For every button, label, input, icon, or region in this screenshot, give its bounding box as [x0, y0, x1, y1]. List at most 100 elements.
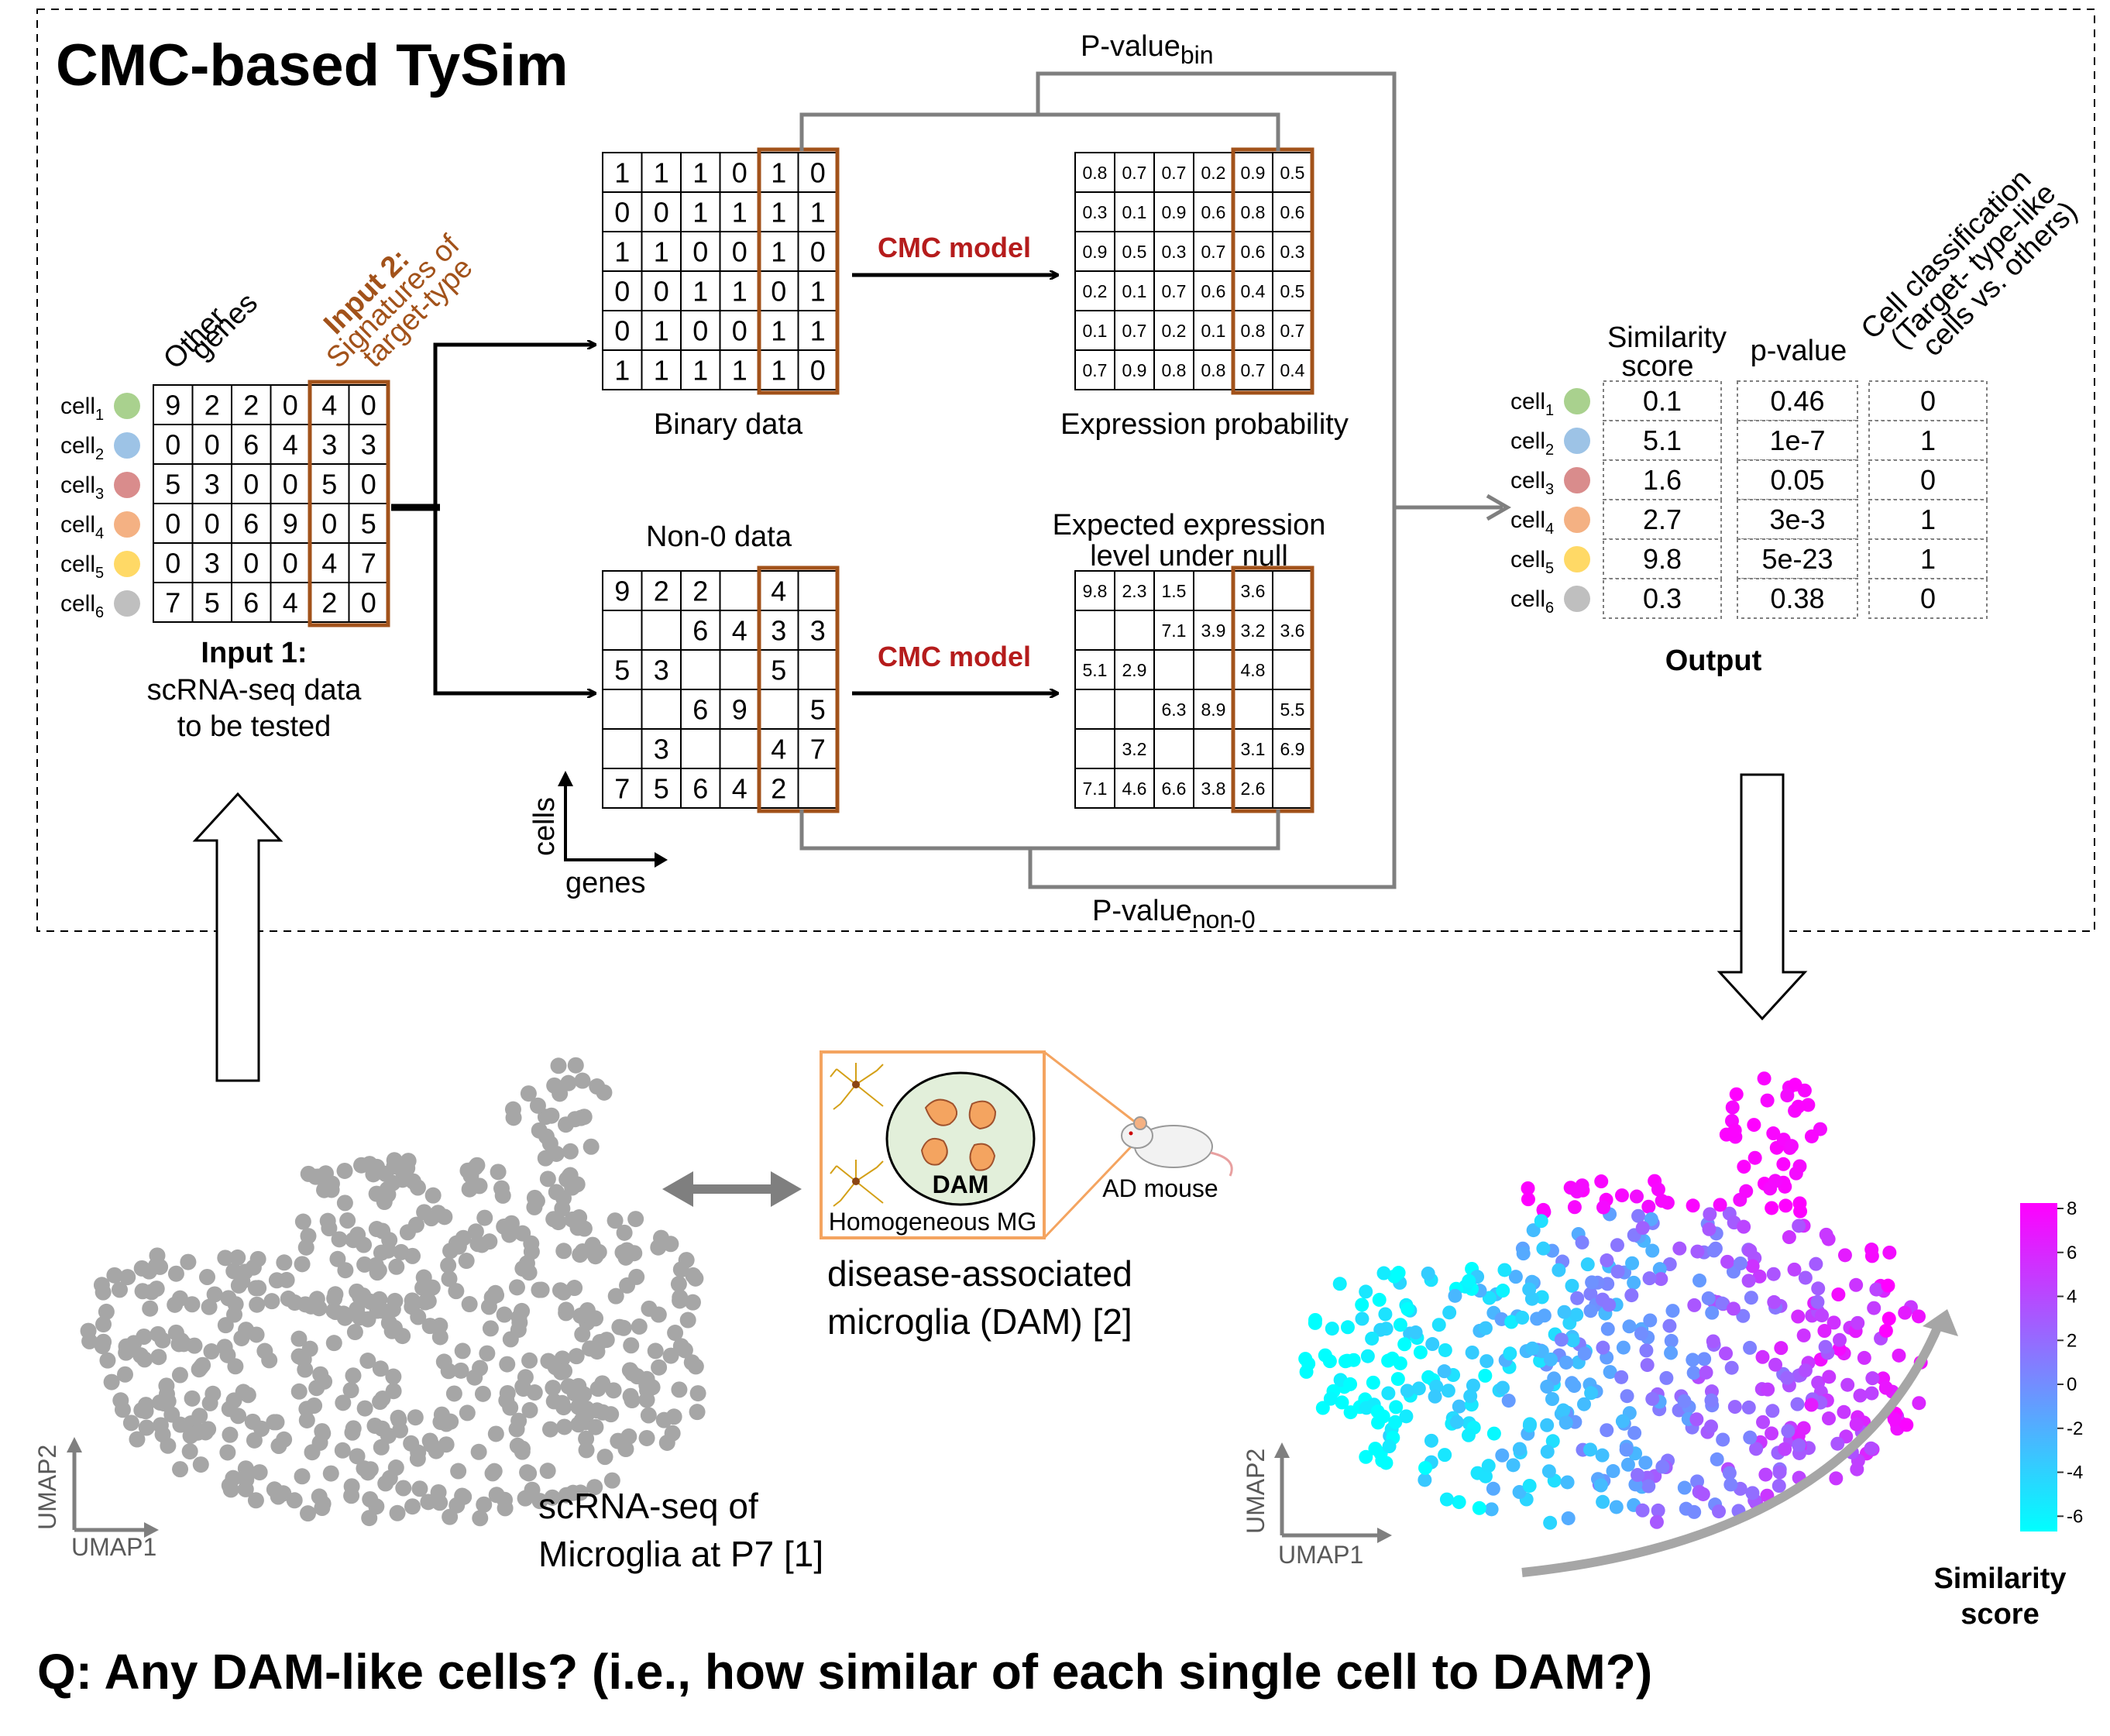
matrix-value: 0.8: [1083, 163, 1108, 183]
matrix-cell: [1074, 191, 1115, 232]
matrix-value: 1: [810, 275, 826, 307]
umap-point: [1864, 1249, 1879, 1263]
umap-point: [1462, 1274, 1476, 1288]
umap-point: [407, 1409, 424, 1426]
matrix-cell: [719, 231, 760, 272]
umap-point: [554, 1350, 571, 1367]
matrix-value: 0.8: [1201, 360, 1226, 380]
colorbar-label-1: Similarity: [1933, 1562, 2066, 1595]
umap-point: [562, 1143, 579, 1160]
umap-point: [1705, 1305, 1720, 1320]
umap-point: [1747, 1118, 1761, 1133]
matrix-cell: [1114, 610, 1155, 651]
matrix-value: 5: [361, 507, 376, 539]
output-cell: [1868, 380, 1988, 421]
matrix-cell: [719, 570, 760, 611]
umap-point: [372, 1360, 389, 1377]
umap-point: [1782, 1230, 1796, 1245]
signature-highlight: [1231, 565, 1314, 813]
matrix-cell: [1153, 191, 1194, 232]
umap-point: [431, 1329, 448, 1346]
umap-point: [1600, 1322, 1615, 1336]
umap-point: [1815, 1308, 1830, 1323]
umap-point: [616, 1224, 633, 1241]
umap-point: [349, 1448, 366, 1465]
umap-point: [638, 1429, 655, 1446]
umap-point: [1389, 1400, 1404, 1415]
umap-point: [1631, 1208, 1646, 1223]
matrix-value: 0: [243, 547, 259, 579]
umap-point: [266, 1414, 283, 1431]
umap-point: [1332, 1277, 1347, 1291]
matrix-value: 2: [204, 389, 220, 421]
umap-point: [345, 1420, 362, 1437]
cell-label-sub: 2: [95, 446, 104, 463]
mouse-label: AD mouse: [1102, 1174, 1218, 1202]
umap-point: [1516, 1246, 1531, 1261]
matrix-value: 0: [165, 547, 180, 579]
matrix-value: 7.1: [1083, 779, 1108, 799]
umap-point: [111, 1281, 128, 1298]
umap-point: [335, 1394, 352, 1411]
matrix-value: 4.8: [1241, 660, 1266, 680]
umap-point: [1338, 1354, 1352, 1369]
umap-point: [1600, 1253, 1614, 1268]
umap-point: [1622, 1319, 1637, 1334]
umap-point: [587, 1418, 604, 1435]
umap-point: [1323, 1391, 1338, 1406]
umap-point: [1614, 1188, 1629, 1203]
umap-point: [1635, 1503, 1650, 1518]
hollow-arrow-down: [1717, 773, 1808, 1021]
matrix-value: 4: [321, 547, 337, 579]
umap-point: [1541, 1464, 1556, 1479]
umap-point: [1756, 1415, 1771, 1429]
matrix-cell: [1232, 689, 1273, 730]
umap-point: [1482, 1291, 1497, 1305]
umap-point: [1373, 1322, 1388, 1337]
umap-point: [1428, 1389, 1442, 1404]
cell-label-base: cell: [1510, 547, 1545, 572]
umap-point: [1631, 1468, 1645, 1483]
umap-point: [1602, 1298, 1617, 1312]
matrix-cell: [1114, 689, 1155, 730]
umap-point: [263, 1293, 280, 1310]
umap-point: [1692, 1274, 1707, 1288]
umap-point: [487, 1425, 504, 1442]
matrix-value: 0.6: [1280, 202, 1305, 222]
matrix-value: 1: [810, 315, 826, 346]
umap-point: [379, 1181, 396, 1198]
matrix-cell: [719, 310, 760, 351]
umap-point: [1554, 1332, 1569, 1347]
umap-point: [1366, 1375, 1380, 1390]
matrix-value: 2: [654, 575, 669, 607]
cell-label-base: cell: [60, 591, 95, 617]
cell-label: cell2: [60, 433, 104, 463]
umap-point: [217, 1250, 234, 1267]
pvalue-bin-label: P-valuebin: [1081, 30, 1214, 69]
matrix-value: 1: [771, 156, 786, 188]
umap-point: [1521, 1192, 1535, 1207]
umap-point: [1537, 1308, 1552, 1323]
umap-point: [301, 1340, 318, 1357]
matrix-cell: [1272, 231, 1313, 272]
umap-point: [1696, 1487, 1710, 1501]
umap-point: [1561, 1511, 1576, 1525]
umap-point: [510, 1322, 527, 1339]
umap-point: [469, 1157, 486, 1174]
umap-point: [1654, 1272, 1668, 1287]
matrix-cell: [680, 349, 721, 390]
umap-point: [1837, 1404, 1851, 1419]
umap-point: [1772, 1465, 1787, 1480]
umap-point: [424, 1187, 442, 1204]
matrix-value: 1: [732, 354, 747, 386]
matrix-value: 0: [654, 275, 669, 307]
umap-point: [192, 1456, 209, 1473]
umap-point: [639, 1382, 656, 1399]
umap-point: [1837, 1248, 1852, 1263]
matrix-cell: [797, 728, 838, 769]
matrix-cell: [348, 542, 389, 583]
umap-point: [1781, 1424, 1796, 1439]
pvalue-non0-main: P-value: [1092, 895, 1192, 927]
